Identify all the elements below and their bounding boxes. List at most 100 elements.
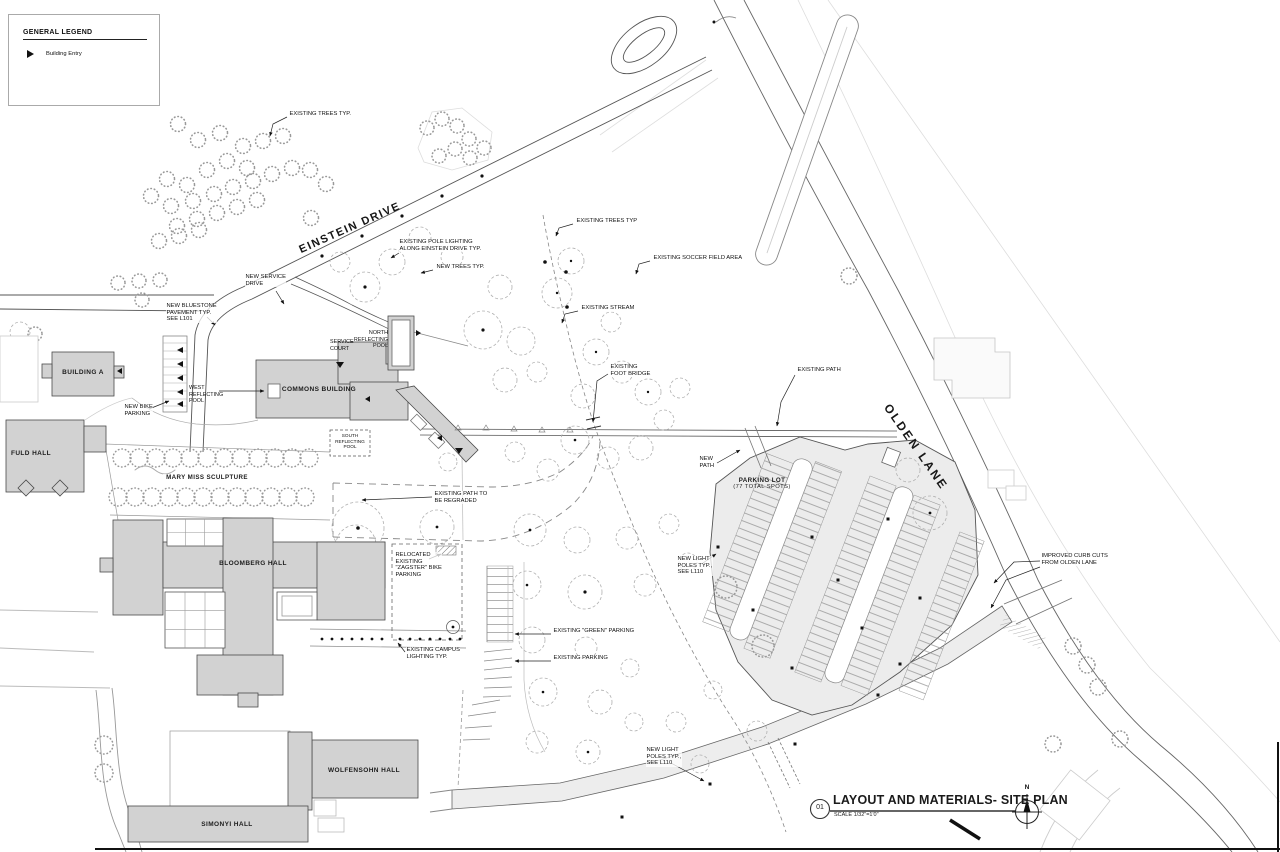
label-line: IMPROVED CURB CUTS xyxy=(1041,553,1109,560)
annotation-green-parking: EXISTING "GREEN" PARKING xyxy=(553,628,635,635)
label-line: REFLECTING xyxy=(335,438,365,444)
label-line: LIGHTING TYP. xyxy=(406,653,461,661)
annotation-soccer-field: EXISTING SOCCER FIELD AREA xyxy=(653,255,743,262)
zagster-area xyxy=(391,543,463,641)
north-arrow-icon xyxy=(1012,794,1042,829)
label-line: NEW LIGHT xyxy=(646,747,682,754)
existing-parking-strips xyxy=(462,565,514,741)
building-entry-arrows xyxy=(117,330,463,454)
tree-trunk-dots xyxy=(320,174,932,754)
detail-number: 01 xyxy=(816,804,824,811)
label-line: NEW TREES TYP. xyxy=(436,264,485,271)
label-line: EXISTING POLE LIGHTING xyxy=(399,239,482,246)
annotation-new-trees: NEW TREES TYP. xyxy=(436,264,485,271)
sheet-scale: SCALE 1/32"=1'0" xyxy=(834,812,879,818)
west-reflecting-pool xyxy=(267,383,281,399)
label-line: NEW BLUESTONE xyxy=(166,303,218,310)
legend-title: GENERAL LEGEND xyxy=(23,29,147,40)
light-pole-symbols xyxy=(620,517,922,819)
label-line: NEW xyxy=(699,456,715,463)
north-arrow-label: N xyxy=(1024,784,1030,791)
commons-footprint xyxy=(255,315,479,463)
south-reflecting-pool xyxy=(329,429,371,457)
new-parking-lot xyxy=(620,425,985,819)
annotation-new-path: NEW PATH xyxy=(699,456,715,470)
label-line: REFLECTING xyxy=(353,336,388,343)
building-a-footprint xyxy=(51,351,115,397)
fuld-hall-footprint xyxy=(5,419,85,493)
site-details xyxy=(117,330,574,641)
parking-lot-title: PARKING LOT xyxy=(738,477,786,484)
label-line: EXISTING CAMPUS xyxy=(406,647,461,654)
label-line: NEW LIGHT xyxy=(677,556,713,563)
label-line: SERVICE xyxy=(330,339,354,345)
bloomberg-footprint xyxy=(99,517,386,708)
wolfensohn-footprint xyxy=(311,739,419,799)
mary-miss-tree-rows xyxy=(108,448,319,507)
label-line: POOL xyxy=(373,343,388,350)
north-reflecting-pool xyxy=(391,319,411,367)
label-service-court: SERVICE COURT xyxy=(330,339,354,352)
label-line: EXISTING SOCCER FIELD AREA xyxy=(653,255,743,262)
annotation-light-poles-road: NEW LIGHT POLES TYP., SEE L110 xyxy=(646,747,682,767)
property-lines xyxy=(417,0,1280,803)
label-line: EXISTING "GREEN" PARKING xyxy=(553,628,635,635)
label-line: ALONG EINSTEIN DRIVE TYP. xyxy=(399,245,482,253)
crosswalk xyxy=(999,615,1046,650)
building-label-fuld-hall: FULD HALL xyxy=(10,450,52,457)
building-label-bloomberg: BLOOMBERG HALL xyxy=(219,560,287,567)
label-line: "ZAGSTER" BIKE xyxy=(395,565,443,572)
building-label-simonyi: SIMONYI HALL xyxy=(201,821,253,828)
label-line: FROM OLDEN LANE xyxy=(1041,559,1109,567)
annotation-new-service-drive: NEW SERVICE DRIVE xyxy=(245,274,287,288)
parking-lot-label: PARKING LOT (77 TOTAL SPOTS) xyxy=(725,477,799,490)
annotation-existing-path: EXISTING PATH xyxy=(797,367,842,374)
annotation-existing-trees-ne: EXISTING TREES TYP xyxy=(576,218,638,225)
label-line: EXISTING STREAM xyxy=(581,305,635,312)
label-line: PAVEMENT TYP. xyxy=(166,309,218,317)
label-line: POOL xyxy=(189,398,204,405)
label-line: COURT xyxy=(330,345,350,352)
label-line: SOUTH xyxy=(341,433,359,438)
scale-tick xyxy=(949,818,981,841)
label-line: BE REGRADED xyxy=(434,497,488,505)
label-line: FOOT BRIDGE xyxy=(610,370,651,378)
annotation-existing-trees-nw: EXISTING TREES TYP. xyxy=(289,111,352,118)
legend-item-label: Building Entry xyxy=(46,51,82,57)
building-entry-arrow-icon xyxy=(27,50,34,58)
label-line: RELOCATED xyxy=(395,552,443,559)
label-line: PARKING xyxy=(395,571,443,579)
label-north-pool: NORTH REFLECTING POOL xyxy=(348,330,388,350)
label-line: EXISTING PARKING xyxy=(553,655,609,662)
building-label-commons: COMMONS BUILDING xyxy=(281,386,357,393)
building-label-building-a: BUILDING A xyxy=(62,369,104,376)
bush-symbols xyxy=(27,111,1129,783)
label-line: DRIVE xyxy=(245,280,287,288)
label-line: POLES TYP., xyxy=(677,562,713,570)
annotation-zagster: RELOCATED EXISTING "ZAGSTER" BIKE PARKIN… xyxy=(395,552,443,579)
label-line: WEST xyxy=(189,385,205,391)
label-line: PARKING xyxy=(124,410,154,418)
annotation-campus-lighting: EXISTING CAMPUS LIGHTING TYP. xyxy=(406,647,461,661)
simonyi-footprint xyxy=(127,805,309,843)
annotation-foot-bridge: EXISTING FOOT BRIDGE xyxy=(610,364,651,378)
annotation-path-regraded: EXISTING PATH TO BE REGRADED xyxy=(434,491,488,505)
annotation-pole-lighting: EXISTING POLE LIGHTING ALONG EINSTEIN DR… xyxy=(399,239,482,253)
label-line: SEE L101 xyxy=(166,316,218,323)
label-line: POOL xyxy=(343,444,357,450)
label-line: SEE L110 xyxy=(677,569,713,576)
feature-label-mary-miss: MARY MISS SCULPTURE xyxy=(163,474,251,481)
label-line: EXISTING TREES TYP. xyxy=(289,111,352,118)
general-legend: GENERAL LEGEND Building Entry xyxy=(8,14,160,106)
annotation-existing-stream: EXISTING STREAM xyxy=(581,305,635,312)
building-label-wolfensohn: WOLFENSOHN HALL xyxy=(327,767,401,774)
label-line: NEW BIKE xyxy=(124,404,154,411)
paths xyxy=(84,214,1046,833)
label-line: EXISTING TREES TYP xyxy=(576,218,638,225)
annotation-new-bike-parking: NEW BIKE PARKING xyxy=(124,404,154,418)
label-south-pool: SOUTH REFLECTING POOL xyxy=(331,433,369,450)
annotation-bluestone-pavement: NEW BLUESTONE PAVEMENT TYP. SEE L101 xyxy=(166,303,218,323)
